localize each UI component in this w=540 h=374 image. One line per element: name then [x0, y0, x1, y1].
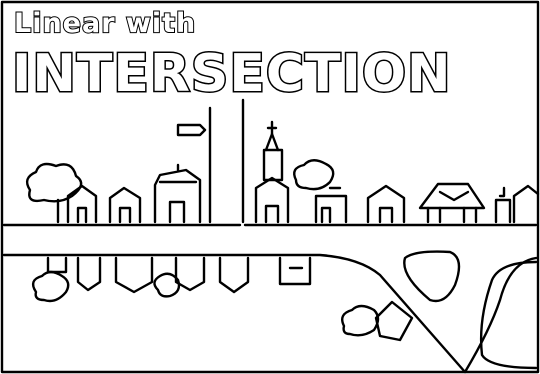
house-icon — [496, 200, 510, 222]
house-door — [78, 208, 86, 222]
house-icon — [68, 186, 96, 222]
tree-icon — [294, 160, 333, 189]
road-bottom-edge — [4, 255, 465, 372]
road-sign — [178, 125, 205, 135]
house-icon — [220, 258, 248, 292]
flag-icon — [500, 188, 504, 196]
church-door — [266, 206, 278, 222]
diagonal-road-upper — [465, 258, 536, 372]
house-door — [120, 208, 130, 222]
house-icon — [376, 302, 412, 340]
pavilion-roof-detail — [440, 192, 468, 200]
large-building-icon — [155, 170, 200, 222]
tree-icon — [342, 306, 378, 335]
church-spire — [266, 134, 278, 150]
traffic-island-triangle — [404, 252, 459, 301]
house-icon — [110, 188, 140, 222]
house-icon — [514, 186, 538, 222]
cross-icon — [268, 122, 276, 134]
house-icon — [116, 258, 152, 292]
house-door — [322, 208, 330, 222]
pavilion-roof-icon — [420, 184, 484, 208]
house-icon — [48, 258, 66, 272]
tree-icon — [33, 272, 68, 301]
building-door — [170, 202, 184, 222]
house-icon — [280, 258, 310, 284]
pavilion-columns — [428, 208, 476, 222]
house-icon — [368, 186, 404, 222]
house-icon — [78, 258, 100, 290]
tree-icon — [27, 164, 81, 201]
church-tower — [264, 150, 282, 180]
house-icon — [176, 258, 204, 290]
church-body — [256, 178, 288, 222]
house-door — [380, 208, 392, 222]
